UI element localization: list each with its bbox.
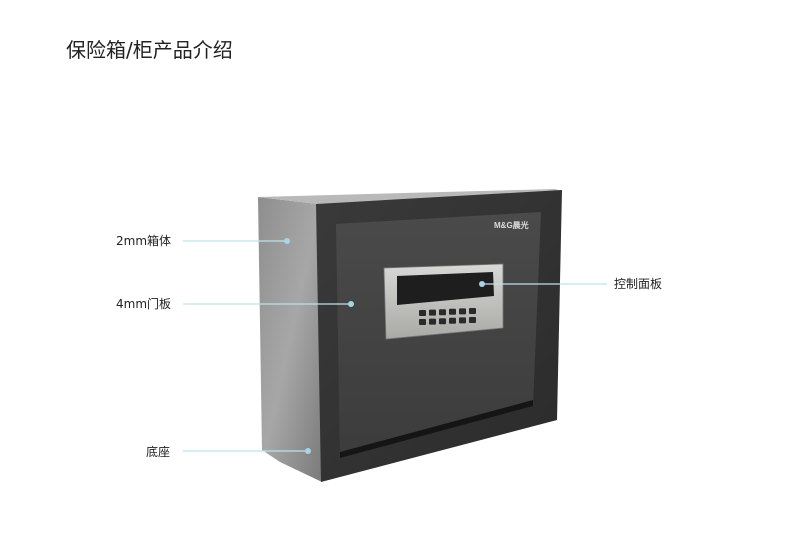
keypad [419, 308, 476, 325]
keypad-key [439, 318, 446, 325]
keypad-key [429, 318, 436, 325]
callout-label-base: 底座 [146, 445, 171, 459]
keypad-key [419, 310, 426, 316]
body-callout-dot [284, 238, 290, 244]
panel-callout-dot [479, 281, 485, 287]
callout-label-panel: 控制面板 [614, 277, 663, 291]
callout-label-body: 2mm箱体 [116, 234, 172, 248]
keypad-key [439, 309, 446, 316]
keypad-key [469, 308, 476, 314]
keypad-key [449, 308, 456, 315]
page-title: 保险箱/柜产品介绍 [66, 38, 233, 62]
keypad-key [469, 317, 476, 323]
lcd-display [397, 272, 494, 305]
brand-logo: M&G晨光 [494, 220, 529, 230]
base-callout-dot [305, 448, 311, 454]
door-callout-dot [348, 301, 354, 307]
keypad-key [459, 308, 466, 315]
keypad-key [459, 317, 466, 324]
control-panel [383, 263, 504, 340]
keypad-key [429, 309, 436, 316]
keypad-key [419, 319, 426, 325]
keypad-key [449, 317, 456, 324]
callout-label-door: 4mm门板 [116, 297, 172, 311]
safe-side-panel [258, 189, 562, 482]
